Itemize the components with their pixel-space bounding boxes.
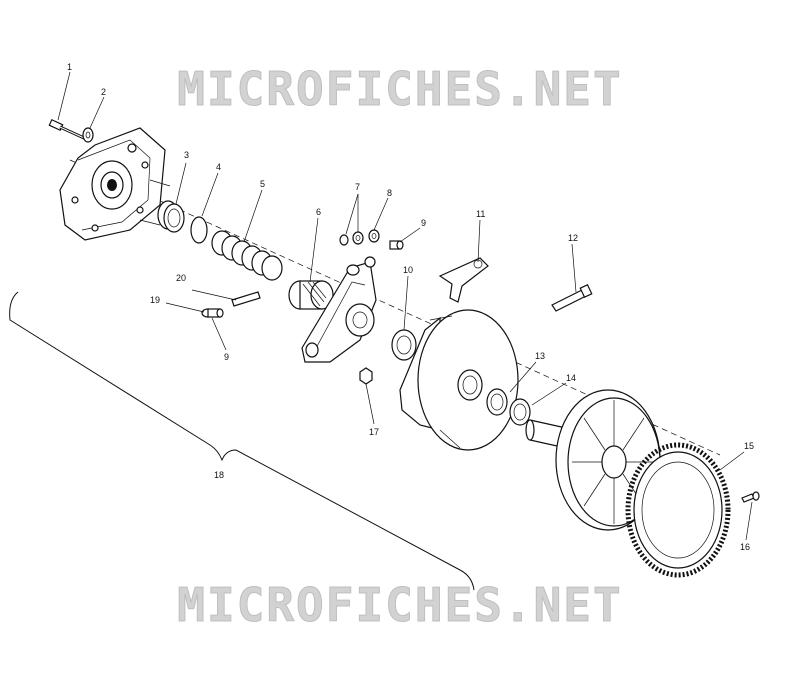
part-stationary-sheave xyxy=(525,389,661,531)
callout-16: 16 xyxy=(740,542,750,552)
part-bracket xyxy=(438,257,489,303)
part-pin xyxy=(231,291,261,307)
part-seal xyxy=(509,398,531,426)
part-snap-ring xyxy=(190,216,208,244)
callout-13: 13 xyxy=(535,351,545,361)
part-roller xyxy=(288,280,334,310)
part-nut-washers xyxy=(339,229,380,246)
part-washer xyxy=(82,127,94,143)
part-sheave-bushing xyxy=(486,388,508,416)
callout-18: 18 xyxy=(214,470,224,480)
part-pin-cap xyxy=(201,308,224,318)
watermark-bottom: MICROFICHES.NET xyxy=(177,578,623,633)
part-ring-gear xyxy=(625,442,731,578)
callout-2: 2 xyxy=(101,87,106,97)
part-nut xyxy=(359,367,373,385)
watermark-top: MICROFICHES.NET xyxy=(177,62,623,117)
callout-17: 17 xyxy=(369,427,379,437)
part-plug xyxy=(389,240,404,250)
part-bushing xyxy=(157,200,185,233)
callout-9-upper: 9 xyxy=(421,218,426,228)
part-spider-cover xyxy=(59,127,171,241)
callout-19: 19 xyxy=(150,295,160,305)
part-shim-washer xyxy=(391,329,417,361)
callout-6: 6 xyxy=(316,207,321,217)
part-screw xyxy=(551,283,593,312)
callout-14: 14 xyxy=(566,373,576,383)
callout-4: 4 xyxy=(216,162,221,172)
leader-lines xyxy=(57,71,753,541)
part-bolt xyxy=(48,118,85,140)
callout-10: 10 xyxy=(403,265,413,275)
callout-1: 1 xyxy=(67,62,72,72)
callout-12: 12 xyxy=(568,233,578,243)
callout-3: 3 xyxy=(184,150,189,160)
callout-7: 7 xyxy=(355,182,360,192)
part-gear-screw xyxy=(741,491,760,503)
callout-5: 5 xyxy=(260,179,265,189)
callout-15: 15 xyxy=(744,441,754,451)
part-spring xyxy=(211,230,283,281)
callout-11: 11 xyxy=(476,209,485,219)
part-moveable-sheave xyxy=(399,309,519,451)
callout-9-lower: 9 xyxy=(224,352,229,362)
callout-20: 20 xyxy=(176,273,186,283)
assembly-brace xyxy=(9,291,475,591)
part-spider-arm xyxy=(301,256,377,363)
callout-8: 8 xyxy=(387,188,392,198)
